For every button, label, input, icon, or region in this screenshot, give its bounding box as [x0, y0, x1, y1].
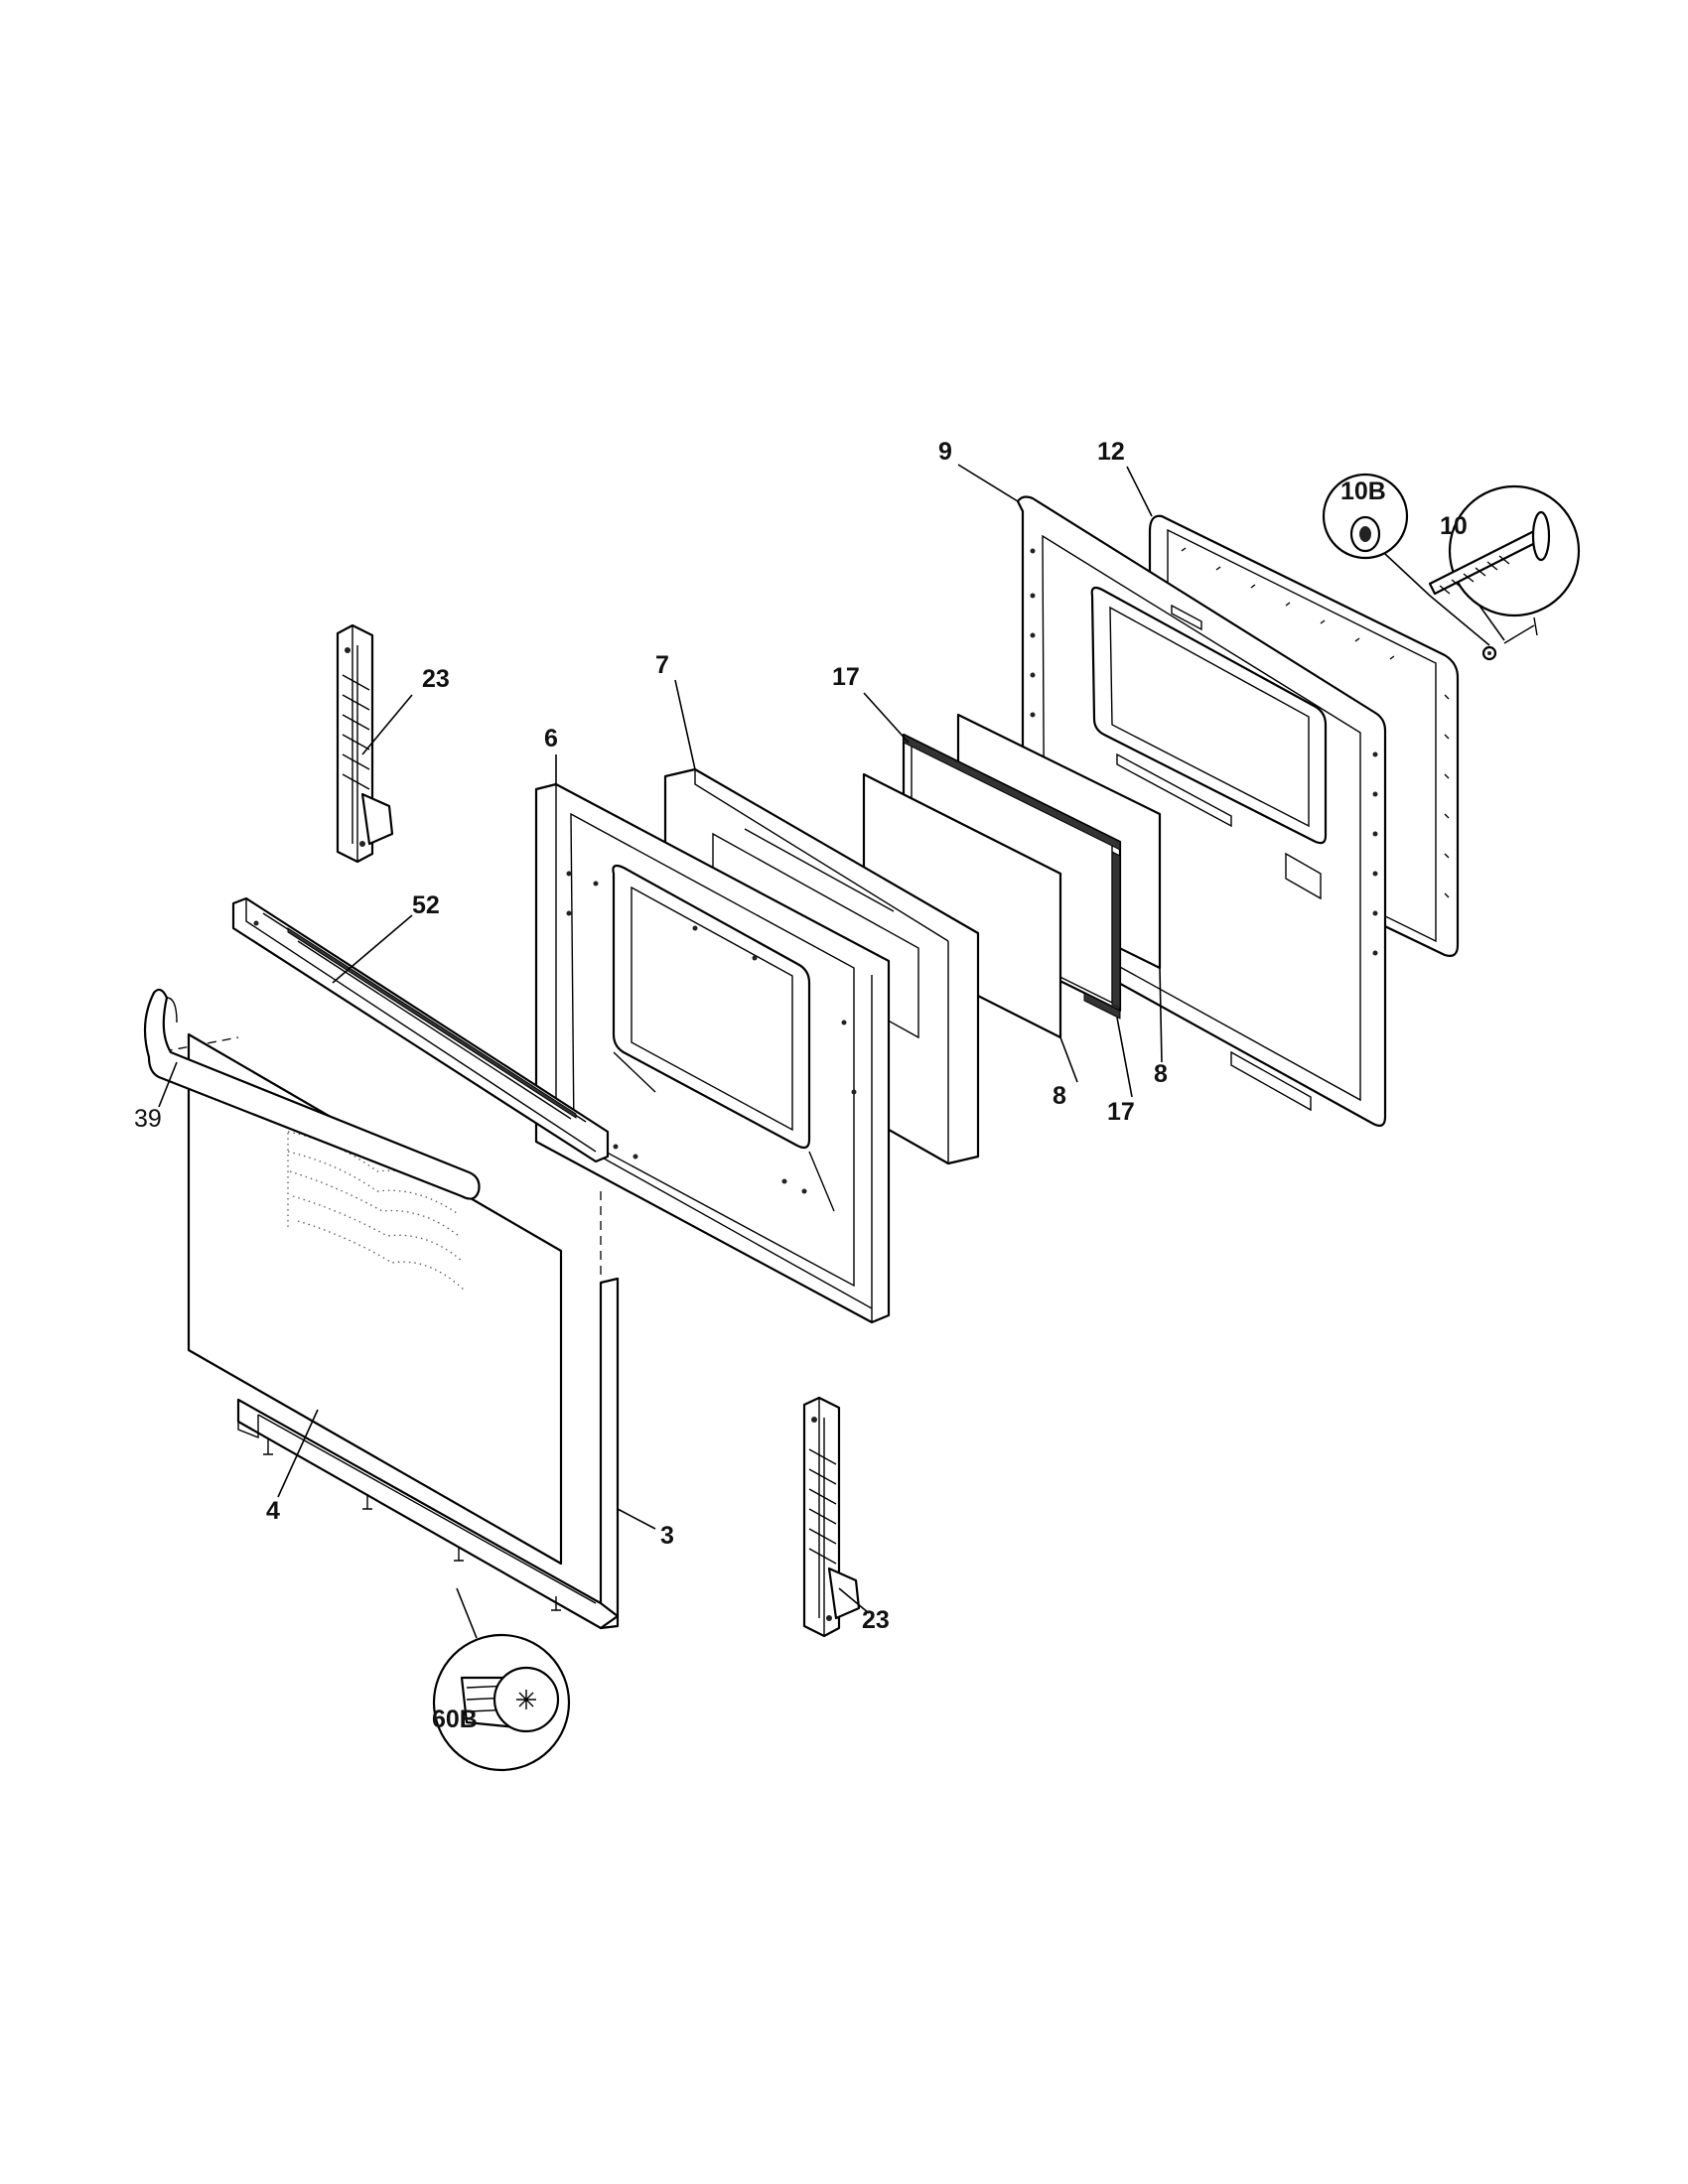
detail-circle-10b: [1322, 473, 1490, 646]
callout-p23a: 23: [422, 665, 450, 693]
callout-p9: 9: [938, 438, 952, 466]
callout-p8b: 8: [1053, 1082, 1066, 1110]
leader-lines: [158, 464, 1163, 1614]
part-39-handle: [143, 988, 481, 1200]
detail-circle-60b: [432, 1587, 571, 1772]
callout-p12: 12: [1097, 438, 1125, 466]
callout-p23b: 23: [862, 1606, 890, 1634]
part-10-screw-small: [1481, 616, 1538, 661]
callout-p39: 39: [134, 1105, 162, 1133]
callout-p60b: 60B: [432, 1706, 478, 1733]
callout-p3: 3: [660, 1522, 674, 1550]
part-52-vent-trim: [231, 896, 610, 1163]
part-23-hinge-lower: [802, 1396, 861, 1638]
callout-labels: 9 12 10B 10 23 7 17 6 52 8 39 8 17 4 3 2…: [134, 438, 1468, 1733]
detail-circle-10: [1428, 484, 1581, 641]
callout-p17a: 17: [832, 663, 860, 691]
callout-p7: 7: [655, 651, 669, 679]
callout-p10: 10: [1440, 512, 1468, 540]
callout-p10b: 10B: [1340, 478, 1386, 505]
callout-p52: 52: [412, 891, 440, 919]
door-mounting-screws: [263, 1439, 561, 1611]
part-23-hinge-upper: [336, 623, 394, 864]
callout-p17b: 17: [1107, 1098, 1135, 1126]
callout-p8a: 8: [1154, 1060, 1168, 1088]
callout-p6: 6: [544, 725, 558, 752]
callout-p4: 4: [266, 1497, 280, 1525]
